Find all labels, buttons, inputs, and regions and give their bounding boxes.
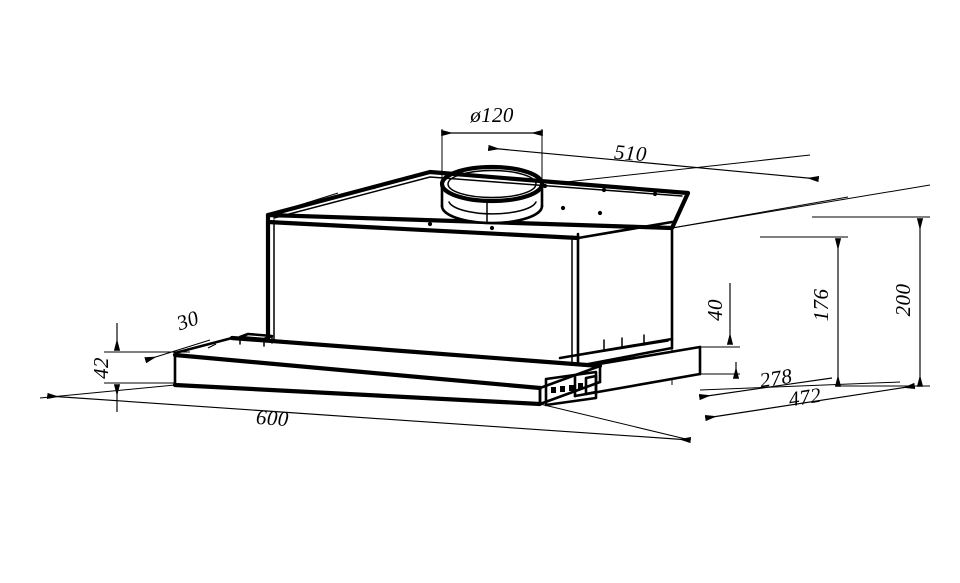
- front-panel-bracket: [238, 332, 274, 347]
- hood-top-plate-rim: [273, 176, 683, 219]
- front-panel-top-face: [175, 338, 600, 387]
- front-panel-left-top-edge: [173, 336, 234, 355]
- hood-front-top-edge: [265, 219, 581, 241]
- hood-front-face: [268, 215, 578, 366]
- slide-rail-upper-band: [558, 337, 674, 360]
- panel-lip-leader: [144, 339, 211, 364]
- hood-right-top-edge: [576, 220, 674, 240]
- dimension-total-depth: 472: [704, 382, 916, 422]
- dimension-body-height: 176: [760, 236, 848, 387]
- body-width-label: 510: [613, 140, 648, 166]
- panel-height-label: 42: [89, 357, 113, 379]
- hood-right-face: [578, 228, 672, 366]
- front-panel-top-front-edge: [172, 352, 543, 391]
- dimension-panel-width: 600: [46, 392, 692, 444]
- front-panel-top-rear-edge: [229, 335, 603, 369]
- dimension-duct-diameter: ø120: [441, 103, 543, 196]
- dimension-panel-height: 42: [89, 323, 190, 412]
- panel-width-dim-line: [46, 392, 692, 444]
- slider-height-label: 40: [703, 299, 727, 321]
- body-width-dim-line: [487, 144, 820, 183]
- hood-top-plate-edge: [265, 169, 691, 231]
- dimension-body-width: 510: [487, 140, 820, 183]
- top-plate-screw-dots: [305, 183, 658, 231]
- total-depth-dim-line: [704, 382, 916, 422]
- total-height-label: 200: [891, 284, 915, 317]
- panel-width-label: 600: [255, 405, 289, 431]
- front-panel-front-face: [175, 353, 540, 404]
- slide-rail-tick-marks: [603, 334, 645, 351]
- total-depth-label: 472: [787, 383, 823, 412]
- front-panel-right-top-edge: [538, 364, 602, 390]
- duct-collar-bottom-arc: [440, 204, 544, 225]
- hood-bottom-right-edge: [576, 346, 674, 368]
- dimension-total-height: 200: [812, 216, 930, 387]
- duct-diameter-label: ø120: [469, 103, 514, 127]
- body-height-label: 176: [809, 289, 833, 322]
- duct-collar-inner-arc: [448, 201, 537, 215]
- panel-lip-leader-stub: [207, 343, 217, 349]
- hood-body: [265, 169, 691, 368]
- slide-rail-front-face: [575, 347, 700, 396]
